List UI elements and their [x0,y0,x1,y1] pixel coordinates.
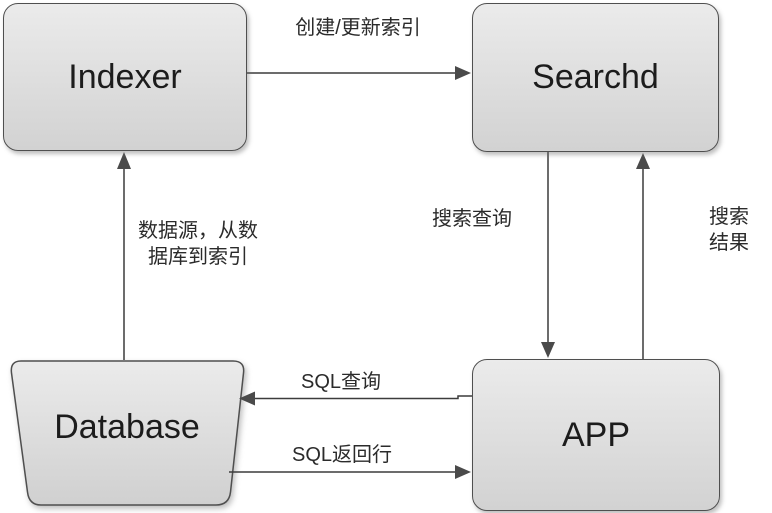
edge-label-search-results: 搜索结果 [709,206,749,254]
arrow-database-to-app [229,465,471,479]
arrow-database-to-indexer [117,152,131,360]
node-database-shape [10,360,245,506]
node-app: APP [472,359,720,511]
node-app-label: APP [561,415,631,454]
edge-label-search-query: 搜索查询 [432,208,512,230]
node-searchd-label: Searchd [532,58,659,96]
node-searchd: Searchd [472,3,719,152]
edge-label-create-update-index: 创建/更新索引 [295,17,421,39]
edge-label-sql-return-rows: SQL返回行 [291,444,393,466]
arrow-app-to-database [239,391,472,406]
edge-label-sql-query: SQL查询 [300,371,382,393]
node-indexer: Indexer [3,3,247,151]
node-database-label: Database [54,408,200,446]
arrow-indexer-to-searchd [247,66,471,80]
edge-label-data-source: 数据源，从数 据库到索引 [138,220,258,268]
arrow-searchd-to-app [541,152,555,358]
node-indexer-label: Indexer [68,57,182,96]
arrow-app-to-searchd [636,153,650,359]
